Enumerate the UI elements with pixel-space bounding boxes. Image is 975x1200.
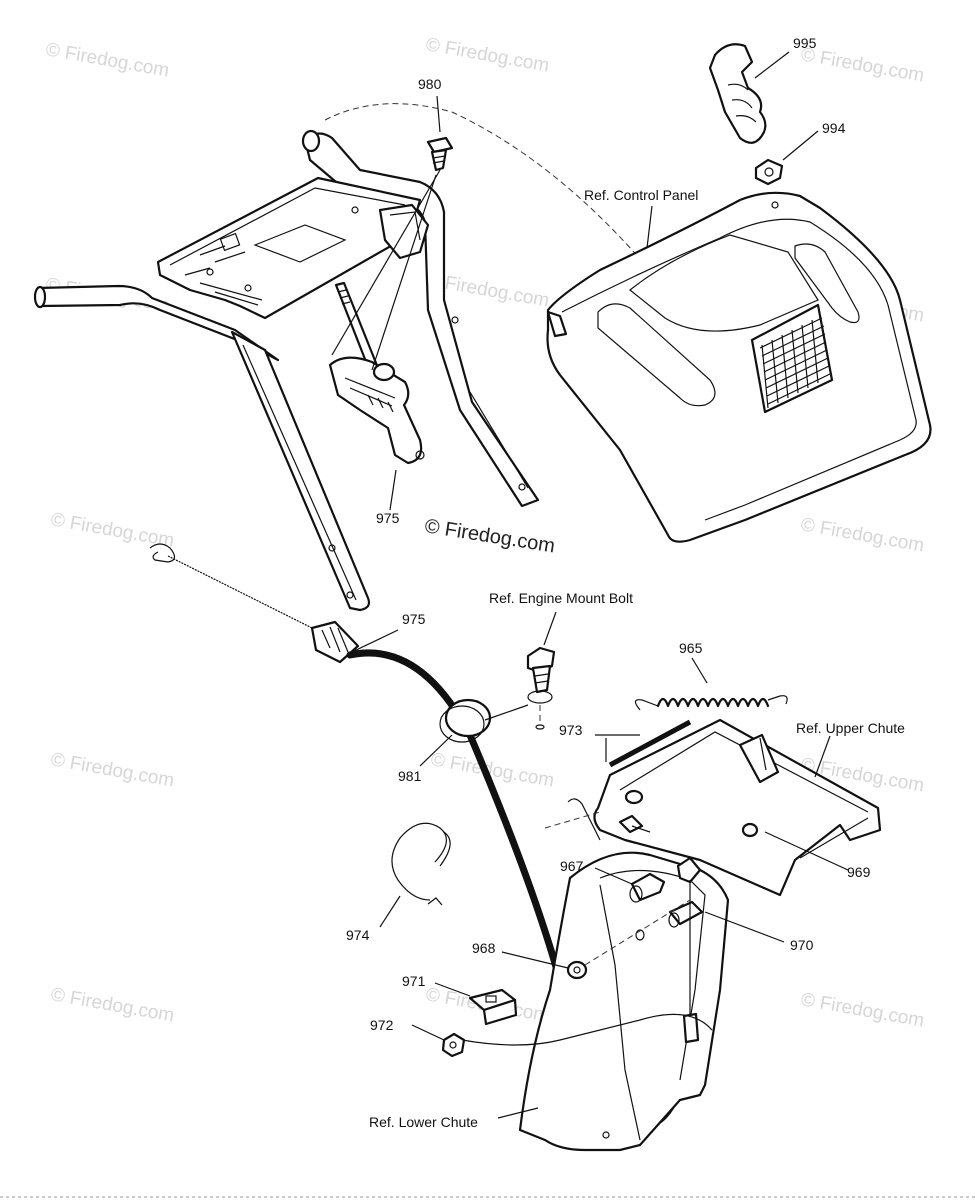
callout-968: 968 [472,940,496,956]
watermark: © Firedog.com [424,34,551,76]
callout-972: 972 [370,1017,394,1033]
watermark: © Firedog.com [799,44,926,86]
washer-968 [566,960,588,980]
callout-975-cable: 975 [402,611,426,627]
control-panel [546,191,932,543]
reference-line [371,174,437,371]
cable-lever [676,856,702,884]
callout-ref-control-panel: Ref. Control Panel [584,187,698,203]
nut-994 [754,158,784,186]
callout-971: 971 [402,973,426,989]
watermark: © Firedog.com [799,514,926,556]
bolt-970 [668,900,704,928]
bolt-980 [426,136,454,172]
tie-wrap-981 [439,698,529,743]
nut-972 [441,1032,466,1058]
callout-ref-upper-chute: Ref. Upper Chute [796,720,905,736]
callout-994: 994 [822,120,846,136]
upper-chute [593,718,882,897]
callout-965: 965 [679,640,703,656]
cable-end-fitting [682,1012,700,1044]
callout-975-lever: 975 [376,510,400,526]
engine-mount-bolt [526,646,556,730]
rod-973 [608,719,692,768]
handle-assembly [33,129,540,612]
callout-981: 981 [398,768,422,784]
callout-ref-engine-mount-bolt: Ref. Engine Mount Bolt [489,590,633,606]
clip-974 [391,822,451,906]
control-panel-grille [759,317,831,409]
callout-labels: 995 994 980 Ref. Control Panel 975 975 R… [346,35,905,1130]
callout-969: 969 [847,864,871,880]
callout-980: 980 [418,76,442,92]
bolt-967 [629,872,666,903]
callout-ref-lower-chute: Ref. Lower Chute [369,1114,478,1130]
spring-965 [634,695,788,711]
reference-line [331,169,441,356]
watermark: © Firedog.com [799,989,926,1031]
grip-995 [708,43,767,144]
callout-967: 967 [560,858,584,874]
bracket-971 [468,988,518,1026]
bracket [567,798,601,841]
reference-line [324,103,821,326]
lower-chute [518,851,730,1152]
callout-970: 970 [790,937,814,953]
cable-link [461,1013,713,1046]
callout-973: 973 [559,722,583,738]
watermark-center: © Firedog.com [423,515,556,557]
callout-995: 995 [793,35,817,51]
watermark: © Firedog.com [49,749,176,791]
watermark: © Firedog.com [49,984,176,1026]
reference-line [544,811,601,829]
leader-lines [351,51,849,1119]
wing-screw [618,814,651,834]
reference-line [584,899,691,966]
watermark: © Firedog.com [49,509,176,551]
callout-974: 974 [346,927,370,943]
watermark: © Firedog.com [44,39,171,81]
